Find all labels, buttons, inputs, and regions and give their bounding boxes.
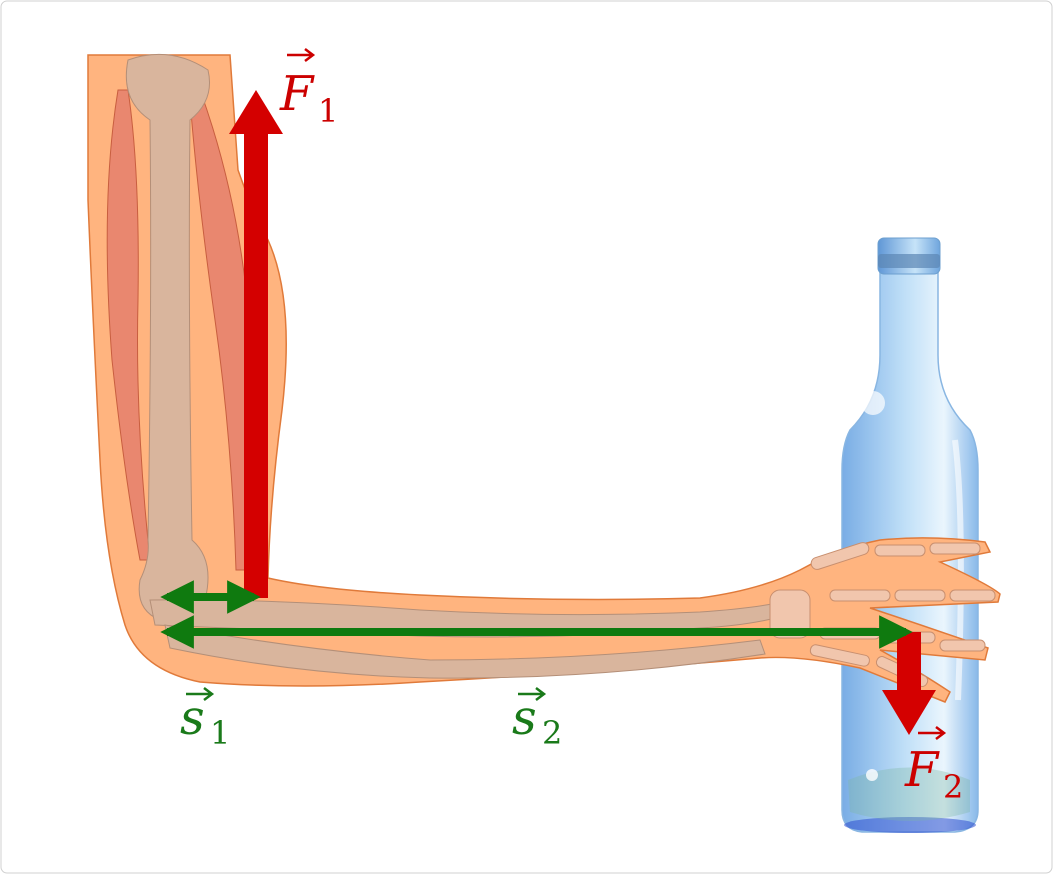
label-f1-subscript: 1 <box>318 92 338 130</box>
label-s1: s 1 <box>180 687 230 752</box>
label-s2-symbol: s <box>512 690 537 746</box>
label-f2: F 2 <box>904 726 963 806</box>
label-f2-symbol: F <box>904 742 940 798</box>
label-f1: F 1 <box>279 48 338 130</box>
label-s1-symbol: s <box>180 690 205 746</box>
label-s1-subscript: 1 <box>210 714 230 752</box>
label-s2: s 2 <box>512 687 562 752</box>
label-f1-symbol: F <box>279 66 315 122</box>
force-arrow-f1 <box>229 90 283 598</box>
label-s2-subscript: 2 <box>542 714 562 752</box>
label-f2-subscript: 2 <box>943 768 963 806</box>
